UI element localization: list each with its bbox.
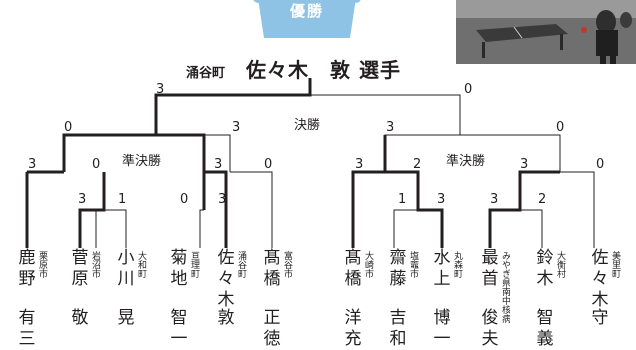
score-r1-b: 1 [118,192,127,207]
player-given-name: 洋充 [344,308,362,349]
player-affiliation: 美里町 [610,251,620,278]
score-sf-right-b: 0 [556,120,565,135]
player-affiliation: 大和町 [136,251,146,278]
round-label-final: 決勝 [294,118,321,133]
score-sf-right-a: 3 [386,120,395,135]
player-affiliation: 亘理町 [189,251,199,278]
score-sf-left-a: 0 [64,120,73,135]
player-surname: 鈴木 [536,248,554,289]
player-surname: 髙橋 [263,248,281,289]
champion-crown-badge: 優勝 [228,0,386,48]
player-affiliation: 岩沼市 [90,251,100,278]
score-r1-a: 3 [78,192,87,207]
score-final-right: 0 [464,82,473,97]
score-r4-a: 3 [490,192,499,207]
winner-name: 佐々木 敦 選手 [246,58,401,82]
player-surname: 最首 [481,248,499,289]
player-given-name: 吉和 [389,308,407,349]
score-q3-a: 3 [355,157,364,172]
score-r3-b: 3 [437,192,446,207]
player-given-name: 晃 [117,308,135,328]
player-surname: 髙橋 [344,248,362,289]
champion-badge-label: 優勝 [289,2,324,20]
round-label-semifinal-left: 準決勝 [122,154,162,169]
score-r3-a: 1 [398,192,407,207]
player-surname: 小川 [117,248,135,289]
score-q2-b: 3 [214,157,223,172]
score-q1-b: 0 [92,157,101,172]
score-sf-left-b: 3 [232,120,241,135]
player-given-name: 智一 [170,308,188,349]
player-given-name: 敦 [217,308,235,328]
player-affiliation: 涌谷町 [236,251,246,278]
score-q2-a: 0 [264,157,273,172]
player-affiliation: 丸森町 [452,251,462,278]
player-given-name: 俊夫 [481,308,499,349]
player-given-name: 有三 [18,308,36,349]
player-surname: 佐々木 [591,248,609,310]
score-q1-a: 3 [28,157,37,172]
player-affiliation: 大衡村 [555,251,565,278]
player-given-name: 博一 [433,308,451,349]
score-r2-b: 3 [218,192,227,207]
player-surname: 鹿野 [18,248,36,289]
player-given-name: 敬 [71,308,89,328]
player-affiliation: 大崎市 [363,251,373,278]
winner-heading: 涌谷町 佐々木 敦 選手 [186,54,446,82]
player-given-name: 智義 [536,308,554,349]
crown-icon [253,0,361,38]
score-q4-a: 3 [520,157,529,172]
bracket-winner-lines [25,78,560,248]
player-given-name: 守 [591,308,609,328]
player-affiliation: 塩竈市 [408,251,418,278]
player-surname: 菅原 [71,248,89,289]
player-affiliation: みやぎ県南中核病院企業団 [500,251,510,323]
score-q4-b: 0 [596,157,605,172]
player-surname: 佐々木 [217,248,235,310]
score-r4-b: 2 [538,192,547,207]
crown-shape [258,0,356,38]
winner-town: 涌谷町 [186,66,226,81]
table-tennis-photo-scene [456,0,636,64]
score-final-left: 3 [156,82,165,97]
player-surname: 水上 [433,248,451,289]
score-r2-a: 0 [180,192,189,207]
table-tennis-photo [456,0,636,64]
score-q3-b: 2 [413,157,422,172]
player-affiliation: 富谷市 [282,251,292,278]
player-given-name: 正徳 [263,308,281,349]
player-surname: 菊地 [170,248,188,289]
player-surname: 齋藤 [389,248,407,289]
round-label-semifinal-right: 準決勝 [446,154,486,169]
player-affiliation: 栗原市 [37,251,47,278]
